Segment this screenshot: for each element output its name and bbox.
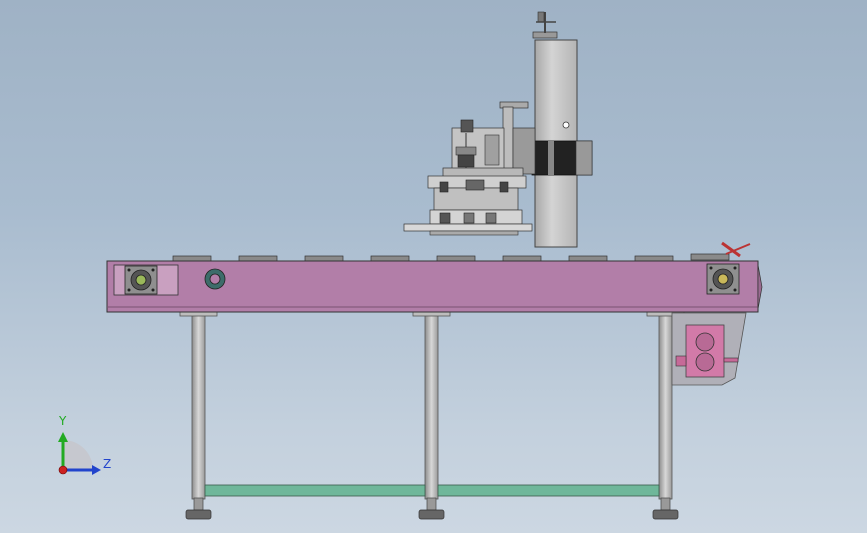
idler-ring: [204, 268, 226, 290]
right-bearing: [706, 263, 740, 295]
conveyor-slats: [172, 253, 730, 263]
origin-dot: [58, 465, 68, 475]
table-legs: [179, 310, 685, 500]
drive-gearbox: [671, 312, 747, 386]
column-motor: [526, 140, 593, 176]
bottom-stretcher: [204, 484, 660, 497]
tension-lever: [721, 241, 751, 258]
leveling-feet: [185, 497, 679, 520]
print-head-lower: [403, 167, 533, 236]
left-bearing: [113, 264, 179, 296]
z-axis-label: Z: [103, 457, 112, 471]
y-axis-label: Y: [59, 414, 67, 428]
coordinate-triad[interactable]: [58, 432, 101, 475]
vertical-column: [532, 11, 578, 248]
conveyor-body: [106, 260, 763, 313]
print-head-upper: [451, 101, 536, 186]
